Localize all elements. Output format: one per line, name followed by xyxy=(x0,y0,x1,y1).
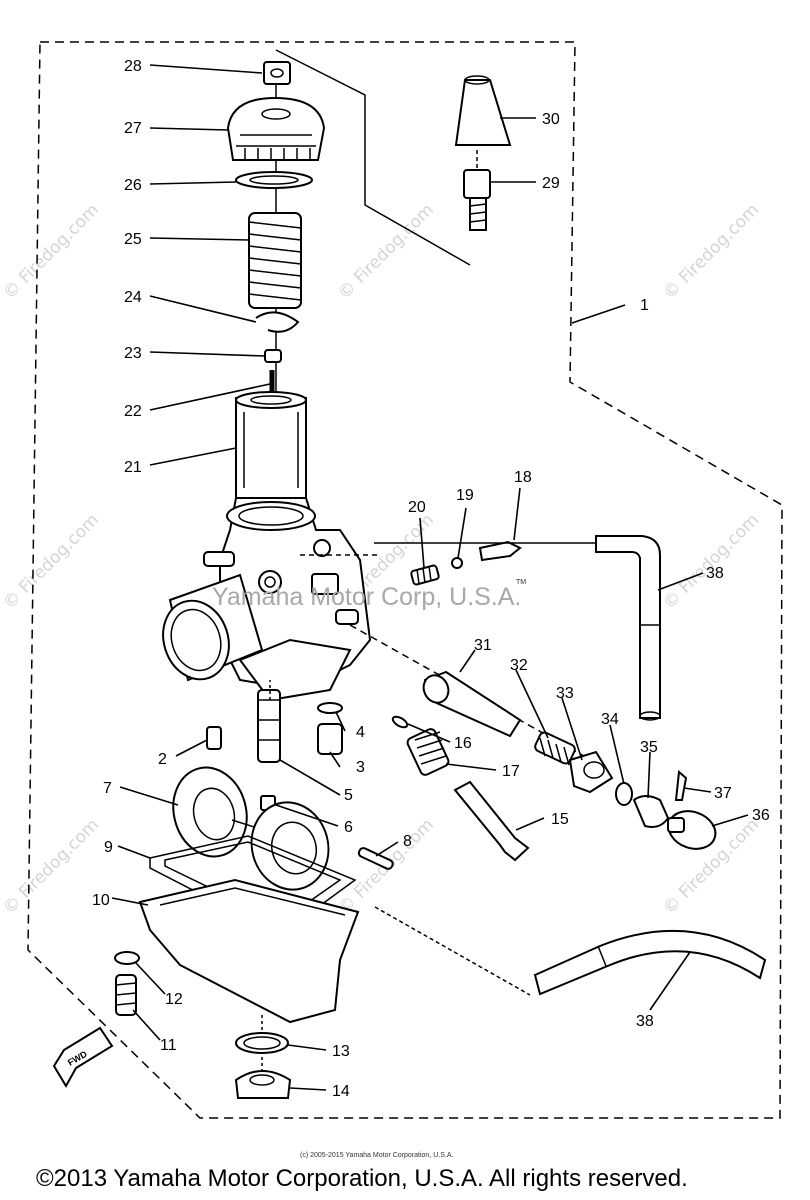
washer-4 xyxy=(317,702,343,714)
callout-4: 4 xyxy=(356,724,365,741)
spring-17 xyxy=(406,728,450,776)
callout-26: 26 xyxy=(124,177,142,194)
watermark: © Firedog.com xyxy=(0,200,103,304)
jet-parts xyxy=(206,680,343,811)
callout-10: 10 xyxy=(92,892,110,909)
plate-23 xyxy=(264,349,282,363)
hoses-38 xyxy=(374,535,767,996)
callout-13: 13 xyxy=(332,1043,350,1060)
oring-16 xyxy=(391,715,409,729)
starter-parts xyxy=(422,670,717,850)
watermark: © Firedog.com xyxy=(334,200,438,304)
callout-8: 8 xyxy=(403,833,412,850)
valve-seat-3 xyxy=(317,723,343,755)
washer-12 xyxy=(114,951,140,965)
callout-12: 12 xyxy=(165,991,183,1008)
watermark: © Firedog.com xyxy=(659,200,763,304)
callout-15: 15 xyxy=(551,811,569,828)
mixing-chamber-top-27 xyxy=(226,96,326,161)
callout-24: 24 xyxy=(124,289,142,306)
watermark: © Firedog.com xyxy=(0,510,103,614)
seal-35 xyxy=(632,795,670,828)
callout-20: 20 xyxy=(408,499,426,516)
callouts: 1 2 3 4 5 6 7 8 9 10 11 12 13 14 15 16 1… xyxy=(92,58,770,1100)
oring-19 xyxy=(451,557,463,569)
assembly-boundary xyxy=(27,41,783,1119)
callout-18: 18 xyxy=(514,469,532,486)
overlay-tm: TM xyxy=(516,579,526,586)
copyright-footer: ©2013 Yamaha Motor Corporation, U.S.A. A… xyxy=(36,1165,688,1192)
pin-37 xyxy=(674,770,688,801)
cap-30 xyxy=(454,79,512,146)
callout-2: 2 xyxy=(158,751,167,768)
callout-28: 28 xyxy=(124,58,142,75)
carburetor-body xyxy=(162,497,380,702)
spring-25 xyxy=(248,212,302,309)
gasket-13 xyxy=(235,1032,289,1054)
callout-34: 34 xyxy=(601,711,619,728)
callout-27: 27 xyxy=(124,120,142,137)
callout-17: 17 xyxy=(502,763,520,780)
callout-36: 36 xyxy=(752,807,770,824)
clip-24 xyxy=(255,311,300,333)
screw-18 xyxy=(478,540,522,562)
needle-jet-5 xyxy=(257,689,281,763)
callout-29: 29 xyxy=(542,175,560,192)
top-cap-parts xyxy=(226,61,326,501)
callout-11: 11 xyxy=(160,1037,177,1054)
watermark: © Firedog.com xyxy=(0,815,103,919)
pilot-jet-2 xyxy=(206,726,222,750)
callout-38-upper: 38 xyxy=(706,565,724,582)
callout-7: 7 xyxy=(103,780,112,797)
callout-23: 23 xyxy=(124,345,142,362)
callout-14: 14 xyxy=(332,1083,350,1100)
callout-33: 33 xyxy=(556,685,574,702)
callout-19: 19 xyxy=(456,487,474,504)
callout-35: 35 xyxy=(640,739,658,756)
callout-6: 6 xyxy=(344,819,353,836)
callout-9: 9 xyxy=(104,839,113,856)
screw-15 xyxy=(453,780,530,862)
callout-31: 31 xyxy=(474,637,492,654)
callout-3: 3 xyxy=(356,759,365,776)
hose-38-lower xyxy=(533,929,767,996)
callout-38-lower: 38 xyxy=(636,1013,654,1030)
overlay-trademark-text: Yamaha Motor Corp, U.S.A. xyxy=(212,583,521,611)
callout-1: 1 xyxy=(640,297,649,314)
spring-32 xyxy=(534,731,576,766)
callout-16: 16 xyxy=(454,735,472,752)
float-chamber xyxy=(114,835,360,1099)
fwd-arrow-icon: FWD xyxy=(52,1026,114,1088)
watermark: © Firedog.com xyxy=(659,510,763,614)
callout-37: 37 xyxy=(714,785,732,802)
small-copyright-notice: (c) 2005-2015 Yamaha Motor Corporation, … xyxy=(300,1152,453,1159)
callout-25: 25 xyxy=(124,231,142,248)
nut-29 xyxy=(463,169,491,199)
gasket-26 xyxy=(235,171,313,189)
starter-cap-parts xyxy=(454,75,512,231)
callout-32: 32 xyxy=(510,657,528,674)
callout-30: 30 xyxy=(542,111,560,128)
float-chamber-10 xyxy=(138,878,360,1024)
callout-5: 5 xyxy=(344,787,353,804)
hose-38-upper xyxy=(595,535,661,719)
callout-21: 21 xyxy=(124,459,142,476)
clip-34 xyxy=(615,782,633,806)
callout-22: 22 xyxy=(124,403,142,420)
cap-nut-28 xyxy=(263,61,291,85)
nut-33 xyxy=(568,750,614,794)
throttle-valve-21 xyxy=(235,391,307,501)
leader-lines xyxy=(111,64,749,1091)
screw-parts xyxy=(349,540,601,862)
